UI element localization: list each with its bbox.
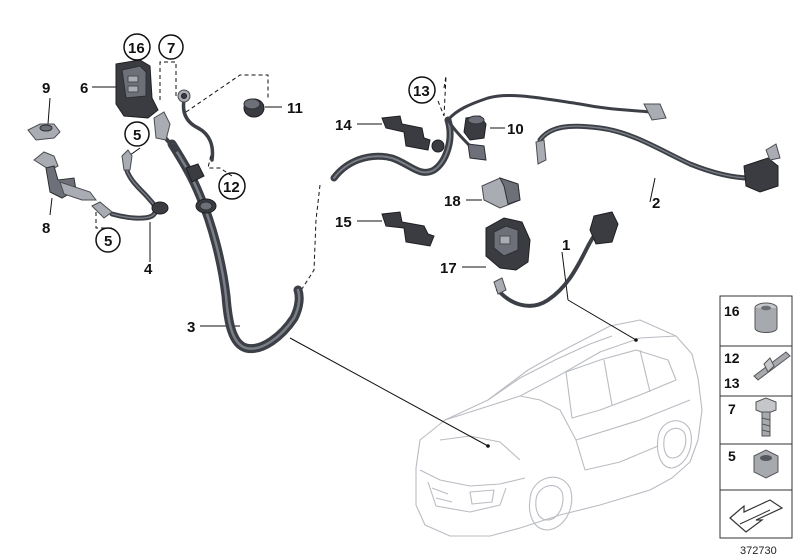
part-11-grommet[interactable] xyxy=(243,98,265,118)
part-2-positive-cable-rear[interactable] xyxy=(535,123,781,193)
callout-13: 13 xyxy=(413,83,430,100)
callout-1: 1 xyxy=(562,237,570,254)
part-1-negative-cable[interactable] xyxy=(493,211,619,308)
panel-label-13: 13 xyxy=(724,375,740,391)
part-9-terminal-clamp[interactable] xyxy=(27,123,61,141)
callout-16: 16 xyxy=(128,40,145,57)
hex-nut-icon xyxy=(753,449,779,479)
callout-labels: 1 2 3 4 5 5 6 7 8 9 10 11 12 13 14 15 16… xyxy=(42,33,660,336)
callout-17: 17 xyxy=(440,260,457,277)
callout-14: 14 xyxy=(335,117,352,134)
part-15-bracket[interactable] xyxy=(381,211,435,247)
part-14-bracket[interactable] xyxy=(381,115,431,151)
torx-plug-icon xyxy=(754,302,778,333)
panel-label-16: 16 xyxy=(724,303,740,319)
part-3-positive-battery-cable[interactable] xyxy=(153,111,304,354)
callout-18: 18 xyxy=(444,193,461,210)
part-4-ground-cable[interactable] xyxy=(91,149,169,221)
leader-lines xyxy=(47,61,656,448)
callout-8: 8 xyxy=(42,220,50,237)
hex-bolt-icon xyxy=(755,397,777,437)
callout-9: 9 xyxy=(42,80,50,97)
callout-5-lower: 5 xyxy=(104,233,112,250)
callout-10: 10 xyxy=(507,121,524,138)
part-17-sensor-bracket[interactable] xyxy=(485,217,531,271)
panel-label-5: 5 xyxy=(728,448,736,464)
diagram-number: 372730 xyxy=(740,545,777,557)
arrow-sign-icon xyxy=(729,499,784,533)
callout-6: 6 xyxy=(80,80,88,97)
part-13-wiring-harness[interactable] xyxy=(330,94,667,182)
panel-label-7: 7 xyxy=(728,401,736,417)
cable-tie-icon xyxy=(753,351,791,381)
callout-4: 4 xyxy=(144,261,153,278)
callout-12: 12 xyxy=(223,179,240,196)
vehicle-outline xyxy=(415,319,703,537)
part-18-sensor-cover[interactable] xyxy=(481,177,521,209)
callout-15: 15 xyxy=(335,214,352,231)
callout-3: 3 xyxy=(187,319,195,336)
part-6-battery-fuse-box[interactable] xyxy=(115,59,159,119)
panel-label-12: 12 xyxy=(724,350,740,366)
part-8-terminal-bracket[interactable] xyxy=(33,151,97,201)
callout-5-upper: 5 xyxy=(133,127,141,144)
callout-2: 2 xyxy=(652,195,660,212)
part-12-cable-lead[interactable] xyxy=(177,89,215,162)
part-10-terminal-grommet[interactable] xyxy=(463,115,487,141)
callout-11: 11 xyxy=(287,100,303,117)
hardware-side-panel: 16 12 13 7 5 xyxy=(719,295,793,539)
callout-7: 7 xyxy=(167,40,175,57)
